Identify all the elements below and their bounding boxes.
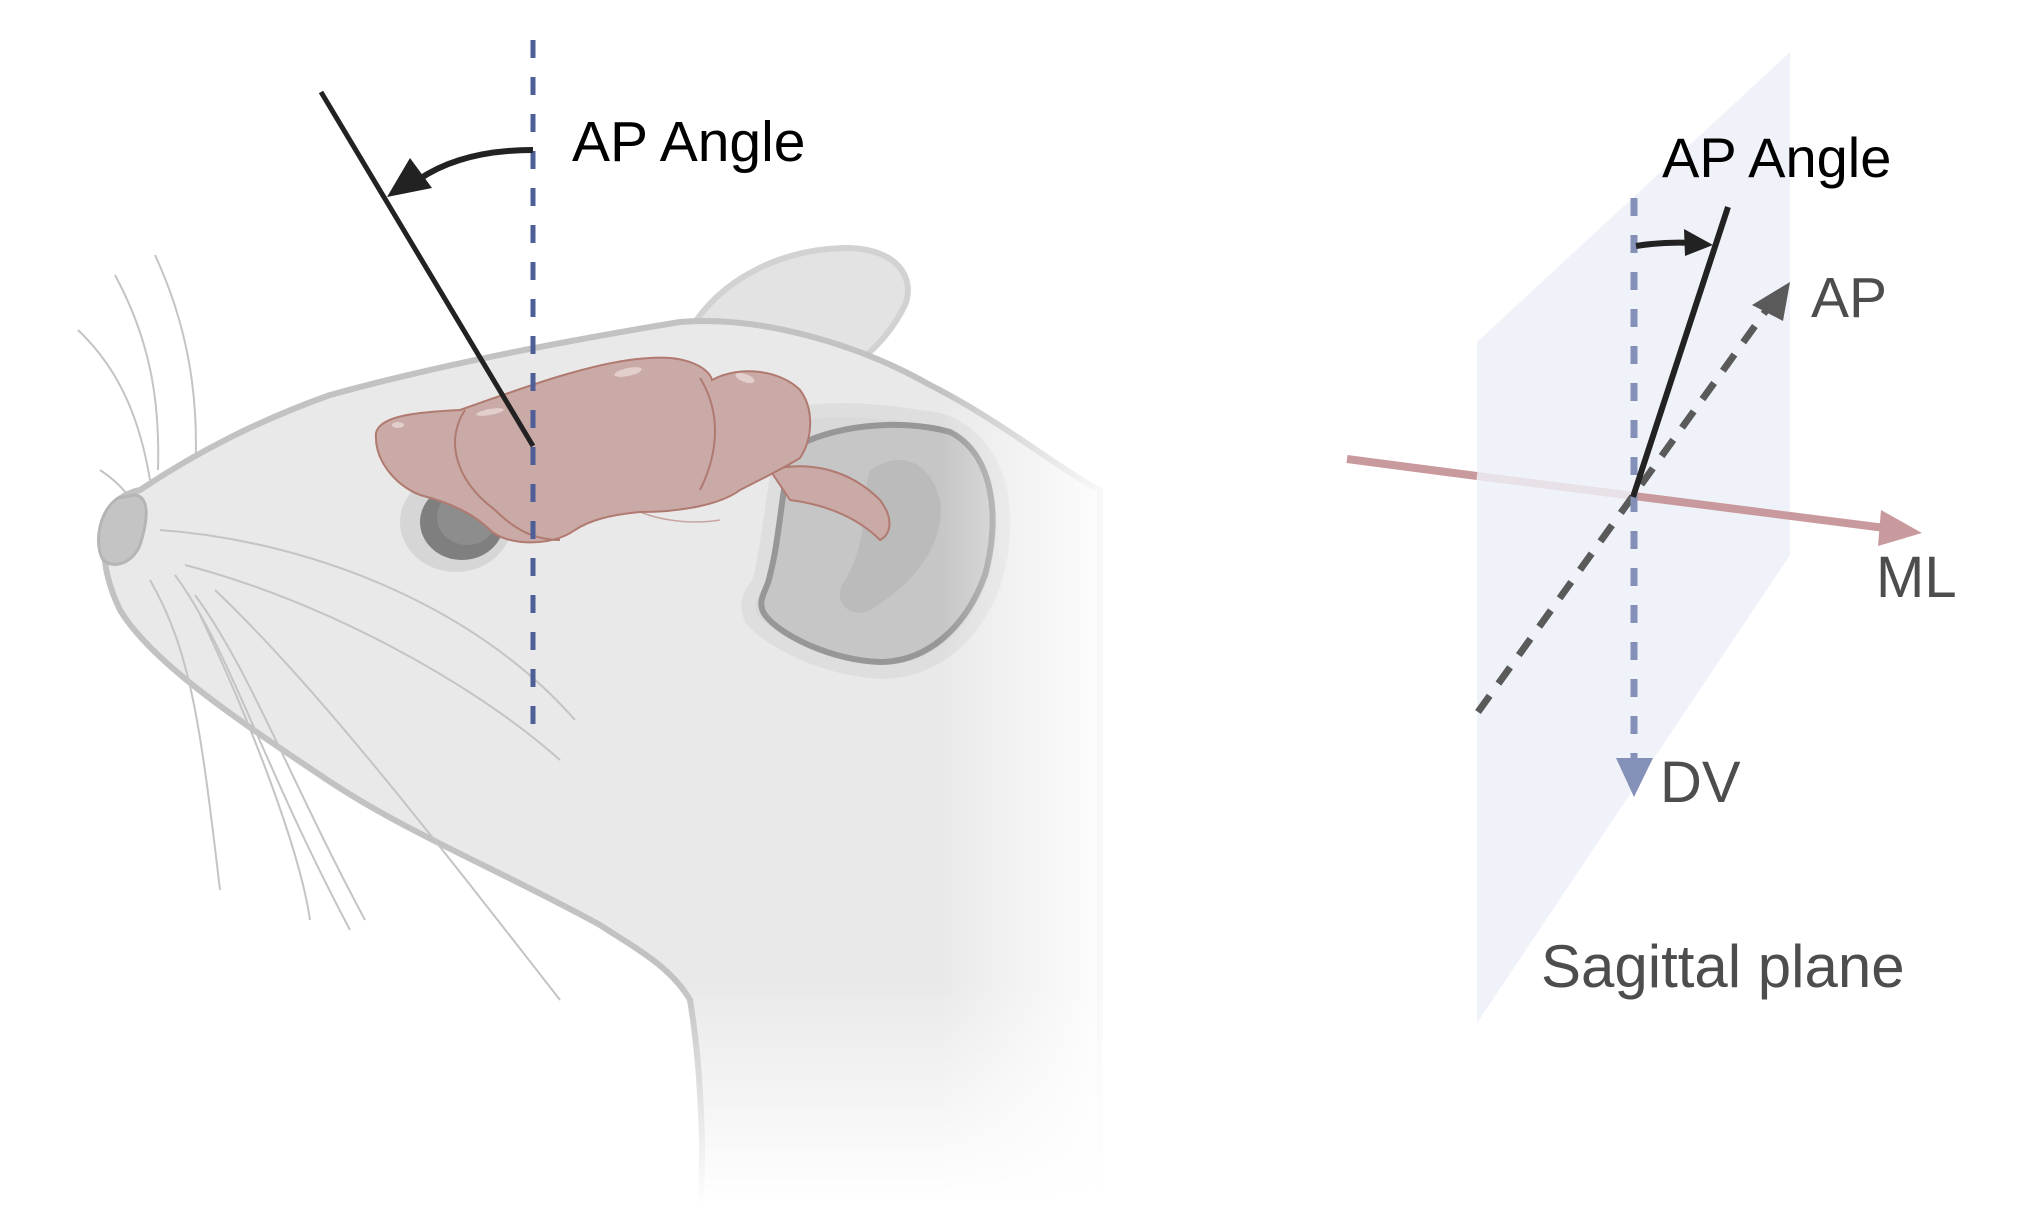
ml-axis-left [1346,455,1478,480]
upper-whiskers [77,254,197,506]
right-angle-arrow [1635,229,1713,256]
dv-arrowhead [1616,758,1653,797]
nose [97,493,148,566]
left-angle-arrow [387,147,534,197]
left-ap-angle-label: AP Angle [572,110,806,174]
bottom-fade [560,980,1120,1204]
sagittal-plane-label: Sagittal plane [1541,933,1905,1000]
axes-diagram [1346,52,1922,1023]
right-probe-line [1630,206,1731,498]
ml-arrowhead [1878,510,1922,546]
dv-axis-label: DV [1660,750,1741,815]
lower-whiskers [149,529,576,1001]
mouse-head-illustration [77,244,1350,1207]
ap-axis [1475,302,1773,715]
far-right-mask [1110,300,1350,1204]
brain [374,356,891,544]
ap-axis-label: AP [1811,266,1888,330]
ap-arrowhead [1752,282,1790,321]
ml-axis-behind-plane [1476,472,1635,500]
ml-axis-label: ML [1876,545,1957,610]
left-probe-line [318,90,536,448]
ml-axis-right [1633,492,1886,532]
right-ap-angle-label: AP Angle [1662,126,1892,189]
